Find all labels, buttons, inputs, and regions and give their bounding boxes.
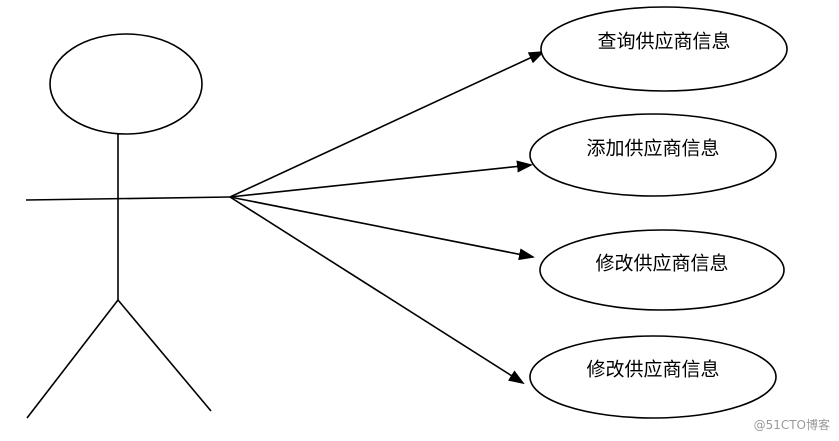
actor-arms — [25, 196, 231, 201]
use-case-3: 修改供应商信息 — [539, 229, 785, 311]
arrow-to-use-case-3 — [229, 196, 535, 261]
association-arrows — [229, 51, 545, 385]
use-case-4: 修改供应商信息 — [529, 335, 777, 419]
use-case-ellipse — [529, 113, 777, 197]
arrow-to-use-case-1 — [229, 51, 545, 198]
use-case-label: 添加供应商信息 — [586, 138, 719, 160]
use-case-label: 修改供应商信息 — [586, 359, 719, 381]
use-case-ellipse — [540, 6, 788, 92]
use-case-label: 修改供应商信息 — [595, 253, 728, 275]
use-case-label: 查询供应商信息 — [597, 31, 730, 53]
use-case-2: 添加供应商信息 — [529, 113, 777, 197]
arrow-to-use-case-4 — [229, 196, 525, 385]
arrow-to-use-case-2 — [229, 160, 533, 198]
actor-head — [49, 33, 203, 135]
watermark-text: @51CTO博客 — [753, 418, 830, 432]
use-case-1: 查询供应商信息 — [540, 6, 788, 92]
use-case-ellipse — [539, 229, 785, 311]
actor-right-leg — [117, 299, 212, 412]
use-case-ellipse — [529, 335, 777, 419]
actor-stick-figure — [25, 33, 231, 419]
actor-left-leg — [26, 299, 119, 419]
